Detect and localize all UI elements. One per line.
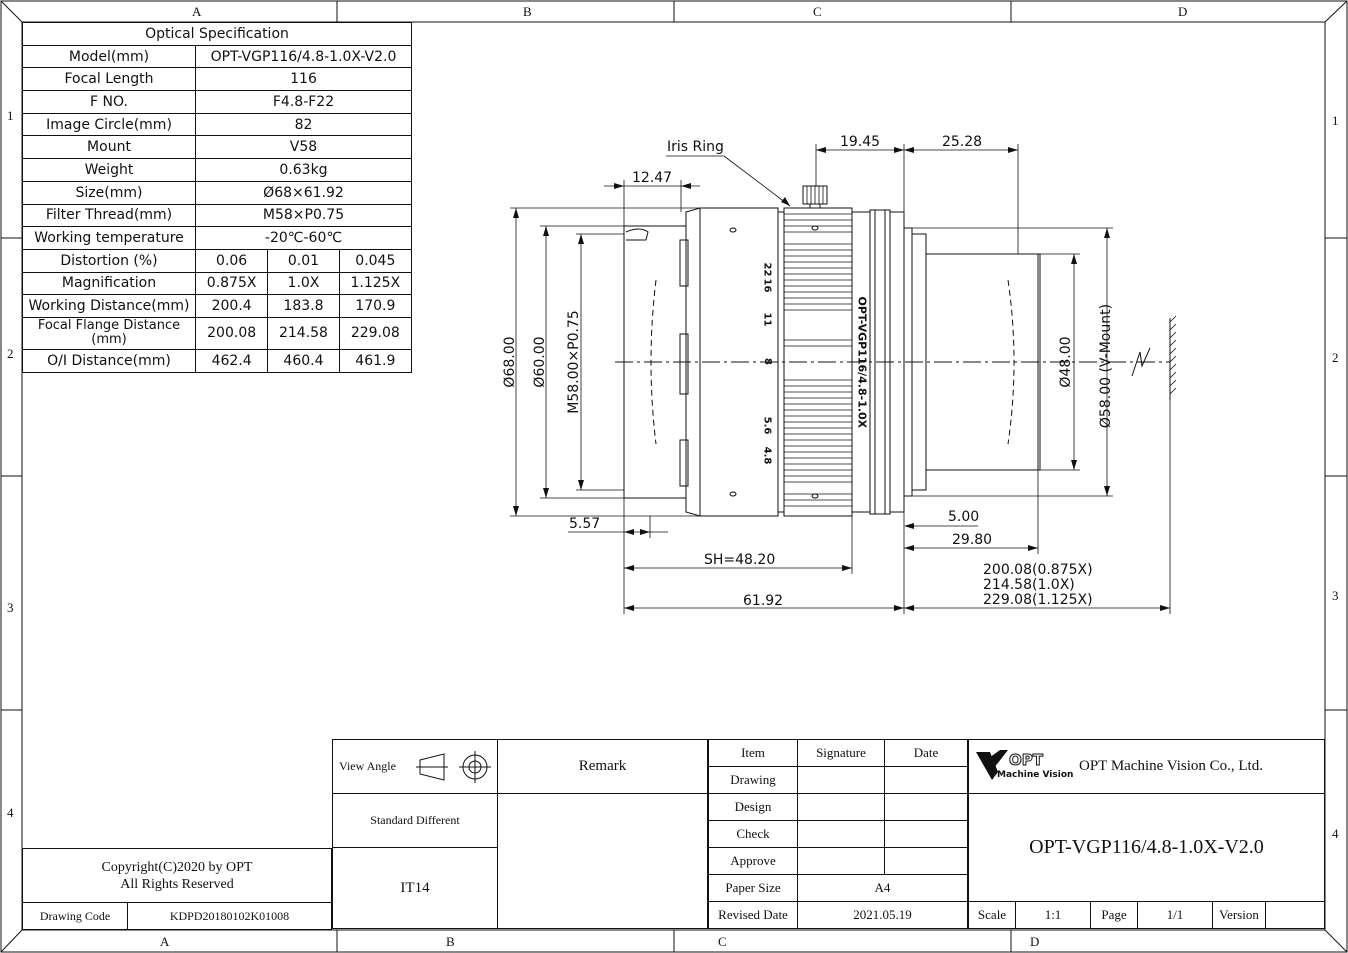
page-value: 1/1 — [1137, 901, 1213, 929]
scale-value: 1:1 — [1015, 901, 1091, 929]
remark-header: Remark — [497, 739, 708, 794]
standard-different-label: Standard Different — [332, 793, 498, 848]
zone-row-1-right: 1 — [1332, 113, 1339, 128]
tolerance-grade: IT14 — [332, 847, 498, 929]
signature-header: Signature — [797, 739, 885, 767]
copyright-block: Copyright(C)2020 by OPT All Rights Reser… — [22, 848, 332, 930]
dim-dia-60: Ø60.00 — [532, 336, 548, 388]
dim-12-47: 12.47 — [632, 170, 673, 186]
dim-29-80: 29.80 — [952, 532, 993, 548]
zone-col-a-bottom: A — [160, 934, 170, 949]
opt-logo: OPT Machine Vision — [997, 750, 1074, 780]
aperture-mark-8: 8 — [761, 358, 773, 365]
flange-distance-labels: 200.08(0.875X) 214.58(1.0X) 229.08(1.125… — [983, 562, 1093, 608]
zone-col-d-top: D — [1178, 4, 1188, 19]
aperture-mark-5-6: 5.6 — [761, 416, 773, 435]
paper-size: A4 — [797, 874, 968, 902]
version-label: Version — [1212, 901, 1266, 929]
dim-19-45: 19.45 — [840, 134, 881, 150]
signoff-table: Item Signature Date Drawing Design Check… — [708, 739, 968, 929]
view-angle-label: View Angle — [332, 739, 405, 794]
optical-spec-table: Optical Specification Model(mm)OPT-VGP11… — [22, 22, 413, 373]
dim-dia-68: Ø68.00 — [502, 336, 518, 388]
paper-size-label: Paper Size — [708, 874, 798, 902]
zone-row-4-left: 4 — [7, 805, 14, 820]
iris-ring-label: Iris Ring — [667, 139, 724, 155]
lens-engraving: OPT-VGP116/4.8-1.0X — [855, 296, 869, 429]
zone-col-d-bottom: D — [1030, 934, 1040, 949]
model-number: OPT-VGP116/4.8-1.0X-V2.0 — [968, 793, 1325, 902]
zone-col-a-top: A — [192, 4, 202, 19]
drawing-code: KDPD20180102K01008 — [127, 902, 332, 930]
aperture-mark-22: 22 — [761, 262, 773, 277]
dim-5-00: 5.00 — [948, 509, 980, 525]
zone-row-3-right: 3 — [1332, 588, 1339, 603]
zone-col-c-top: C — [813, 4, 822, 19]
zone-row-2-right: 2 — [1332, 350, 1339, 365]
revised-date-label: Revised Date — [708, 901, 798, 929]
zone-row-3-left: 3 — [7, 600, 14, 615]
spec-row: Filter Thread(mm)M58×P0.75 — [22, 203, 412, 228]
dim-5-57: 5.57 — [569, 516, 601, 532]
design-row-label: Design — [708, 793, 798, 821]
drawing-code-label: Drawing Code — [22, 902, 128, 930]
dim-61-92: 61.92 — [743, 593, 784, 609]
rear-barrel — [925, 253, 1041, 471]
check-row-label: Check — [708, 820, 798, 848]
view-angle-symbol — [405, 739, 498, 794]
dim-25-28: 25.28 — [942, 134, 983, 150]
drawing-row-label: Drawing — [708, 766, 798, 794]
aperture-mark-4-8: 4.8 — [761, 446, 773, 465]
zone-row-2-left: 2 — [7, 346, 14, 361]
dim-dia-58-vmount: Ø58.00 (V-Mount) — [1098, 303, 1114, 429]
dim-sh-48-20: SH=48.20 — [704, 552, 776, 568]
approve-row-label: Approve — [708, 847, 798, 875]
item-header: Item — [708, 739, 798, 767]
date-header: Date — [884, 739, 968, 767]
zone-row-1-left: 1 — [7, 108, 14, 123]
version-value — [1265, 901, 1325, 929]
copyright-line-1: Copyright(C)2020 by OPT — [101, 859, 253, 875]
remark-content — [497, 793, 708, 929]
copyright-line-2: All Rights Reserved — [120, 876, 234, 892]
revised-date: 2021.05.19 — [797, 901, 968, 929]
scale-label: Scale — [968, 901, 1016, 929]
spec-title: Optical Specification — [22, 22, 412, 46]
view-remark-block: View Angle Remark Standard Different IT1… — [332, 739, 708, 929]
zone-col-b-top: B — [523, 4, 532, 19]
company-block: OPT Machine Vision OPT Machine Vision Co… — [968, 739, 1325, 929]
spec-row: F NO.F4.8-F22 — [22, 90, 412, 114]
spec-row: Working temperature-20℃-60℃ — [22, 226, 412, 250]
page-label: Page — [1090, 901, 1138, 929]
aperture-mark-11: 11 — [761, 312, 773, 327]
spec-row: Image Circle(mm)82 — [22, 112, 412, 137]
dim-thread: M58.00×P0.75 — [566, 310, 582, 414]
zone-col-b-bottom: B — [446, 934, 455, 949]
zone-row-4-right: 4 — [1332, 826, 1339, 841]
spec-row: Model(mm)OPT-VGP116/4.8-1.0X-V2.0 — [22, 44, 412, 69]
dim-dia-48: Ø48.00 — [1058, 336, 1074, 388]
aperture-mark-16: 16 — [761, 278, 773, 293]
spec-row: Size(mm)Ø68×61.92 — [22, 180, 412, 205]
zone-col-c-bottom: C — [718, 934, 727, 949]
company-name: OPT Machine Vision Co., Ltd. — [1079, 758, 1263, 774]
